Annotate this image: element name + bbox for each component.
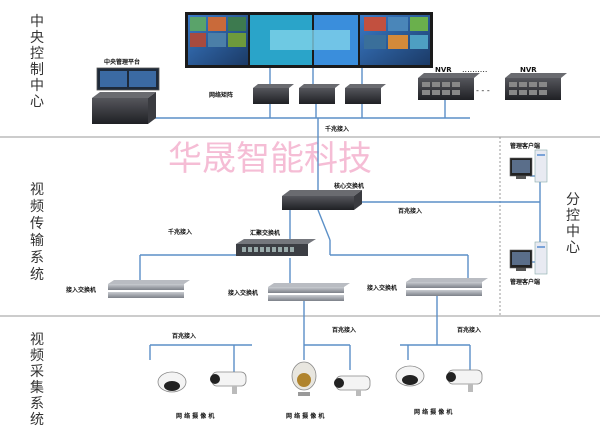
core-switch bbox=[282, 190, 362, 210]
label-dots: .......... bbox=[462, 65, 487, 74]
label-access-middle: 接入交换机 bbox=[227, 289, 258, 297]
label-fast-left: 百兆接入 bbox=[172, 332, 196, 340]
camera-group-right bbox=[395, 365, 483, 392]
label-camera-left: 网 络 摄 像 机 bbox=[176, 412, 214, 420]
label-agg-switch: 汇聚交换机 bbox=[250, 229, 280, 237]
label-nvr-1: NVR bbox=[435, 66, 452, 74]
label-gigabit-left: 千兆接入 bbox=[168, 228, 192, 236]
label-camera-middle: 网 络 摄 像 机 bbox=[286, 412, 324, 420]
label-camera-right: 网 络 摄 像 机 bbox=[414, 408, 452, 416]
zone-label-capture: 视频采集系统 bbox=[30, 332, 44, 428]
label-access-right: 接入交换机 bbox=[366, 284, 397, 292]
central-platform bbox=[92, 67, 160, 124]
label-fast-branch: 百兆接入 bbox=[398, 207, 422, 215]
branch-client-top bbox=[509, 149, 548, 183]
access-switch-right bbox=[406, 278, 488, 296]
label-access-left: 接入交换机 bbox=[65, 286, 96, 294]
camera-group-middle bbox=[291, 361, 371, 396]
video-wall bbox=[185, 12, 433, 68]
zone-label-center: 中央控制中心 bbox=[30, 14, 44, 110]
label-fast-middle: 百兆接入 bbox=[332, 326, 356, 334]
label-client-bottom: 管理客户端 bbox=[510, 278, 540, 286]
access-switch-left bbox=[108, 280, 190, 298]
label-client-top: 管理客户端 bbox=[510, 142, 540, 150]
camera-group-left bbox=[157, 371, 247, 394]
branch-client-bottom bbox=[509, 241, 548, 275]
label-matrix: 网络矩阵 bbox=[209, 91, 233, 99]
watermark-text: 华晟智能科技 bbox=[168, 139, 372, 179]
label-nvr-2: NVR bbox=[520, 66, 537, 74]
label-gigabit-top: 千兆接入 bbox=[325, 125, 349, 133]
zone-label-transmission: 视频传输系统 bbox=[30, 182, 44, 283]
matrix-devices bbox=[253, 84, 386, 104]
access-switch-middle bbox=[268, 283, 350, 301]
label-dots-small: - - - bbox=[476, 86, 490, 95]
label-central-platform: 中央管理平台 bbox=[104, 58, 140, 66]
nvr-units bbox=[418, 73, 567, 100]
zone-label-branch: 分控中心 bbox=[566, 192, 580, 256]
aggregation-switch bbox=[236, 239, 316, 256]
label-fast-right: 百兆接入 bbox=[457, 326, 481, 334]
label-core-switch: 核心交换机 bbox=[334, 182, 364, 190]
